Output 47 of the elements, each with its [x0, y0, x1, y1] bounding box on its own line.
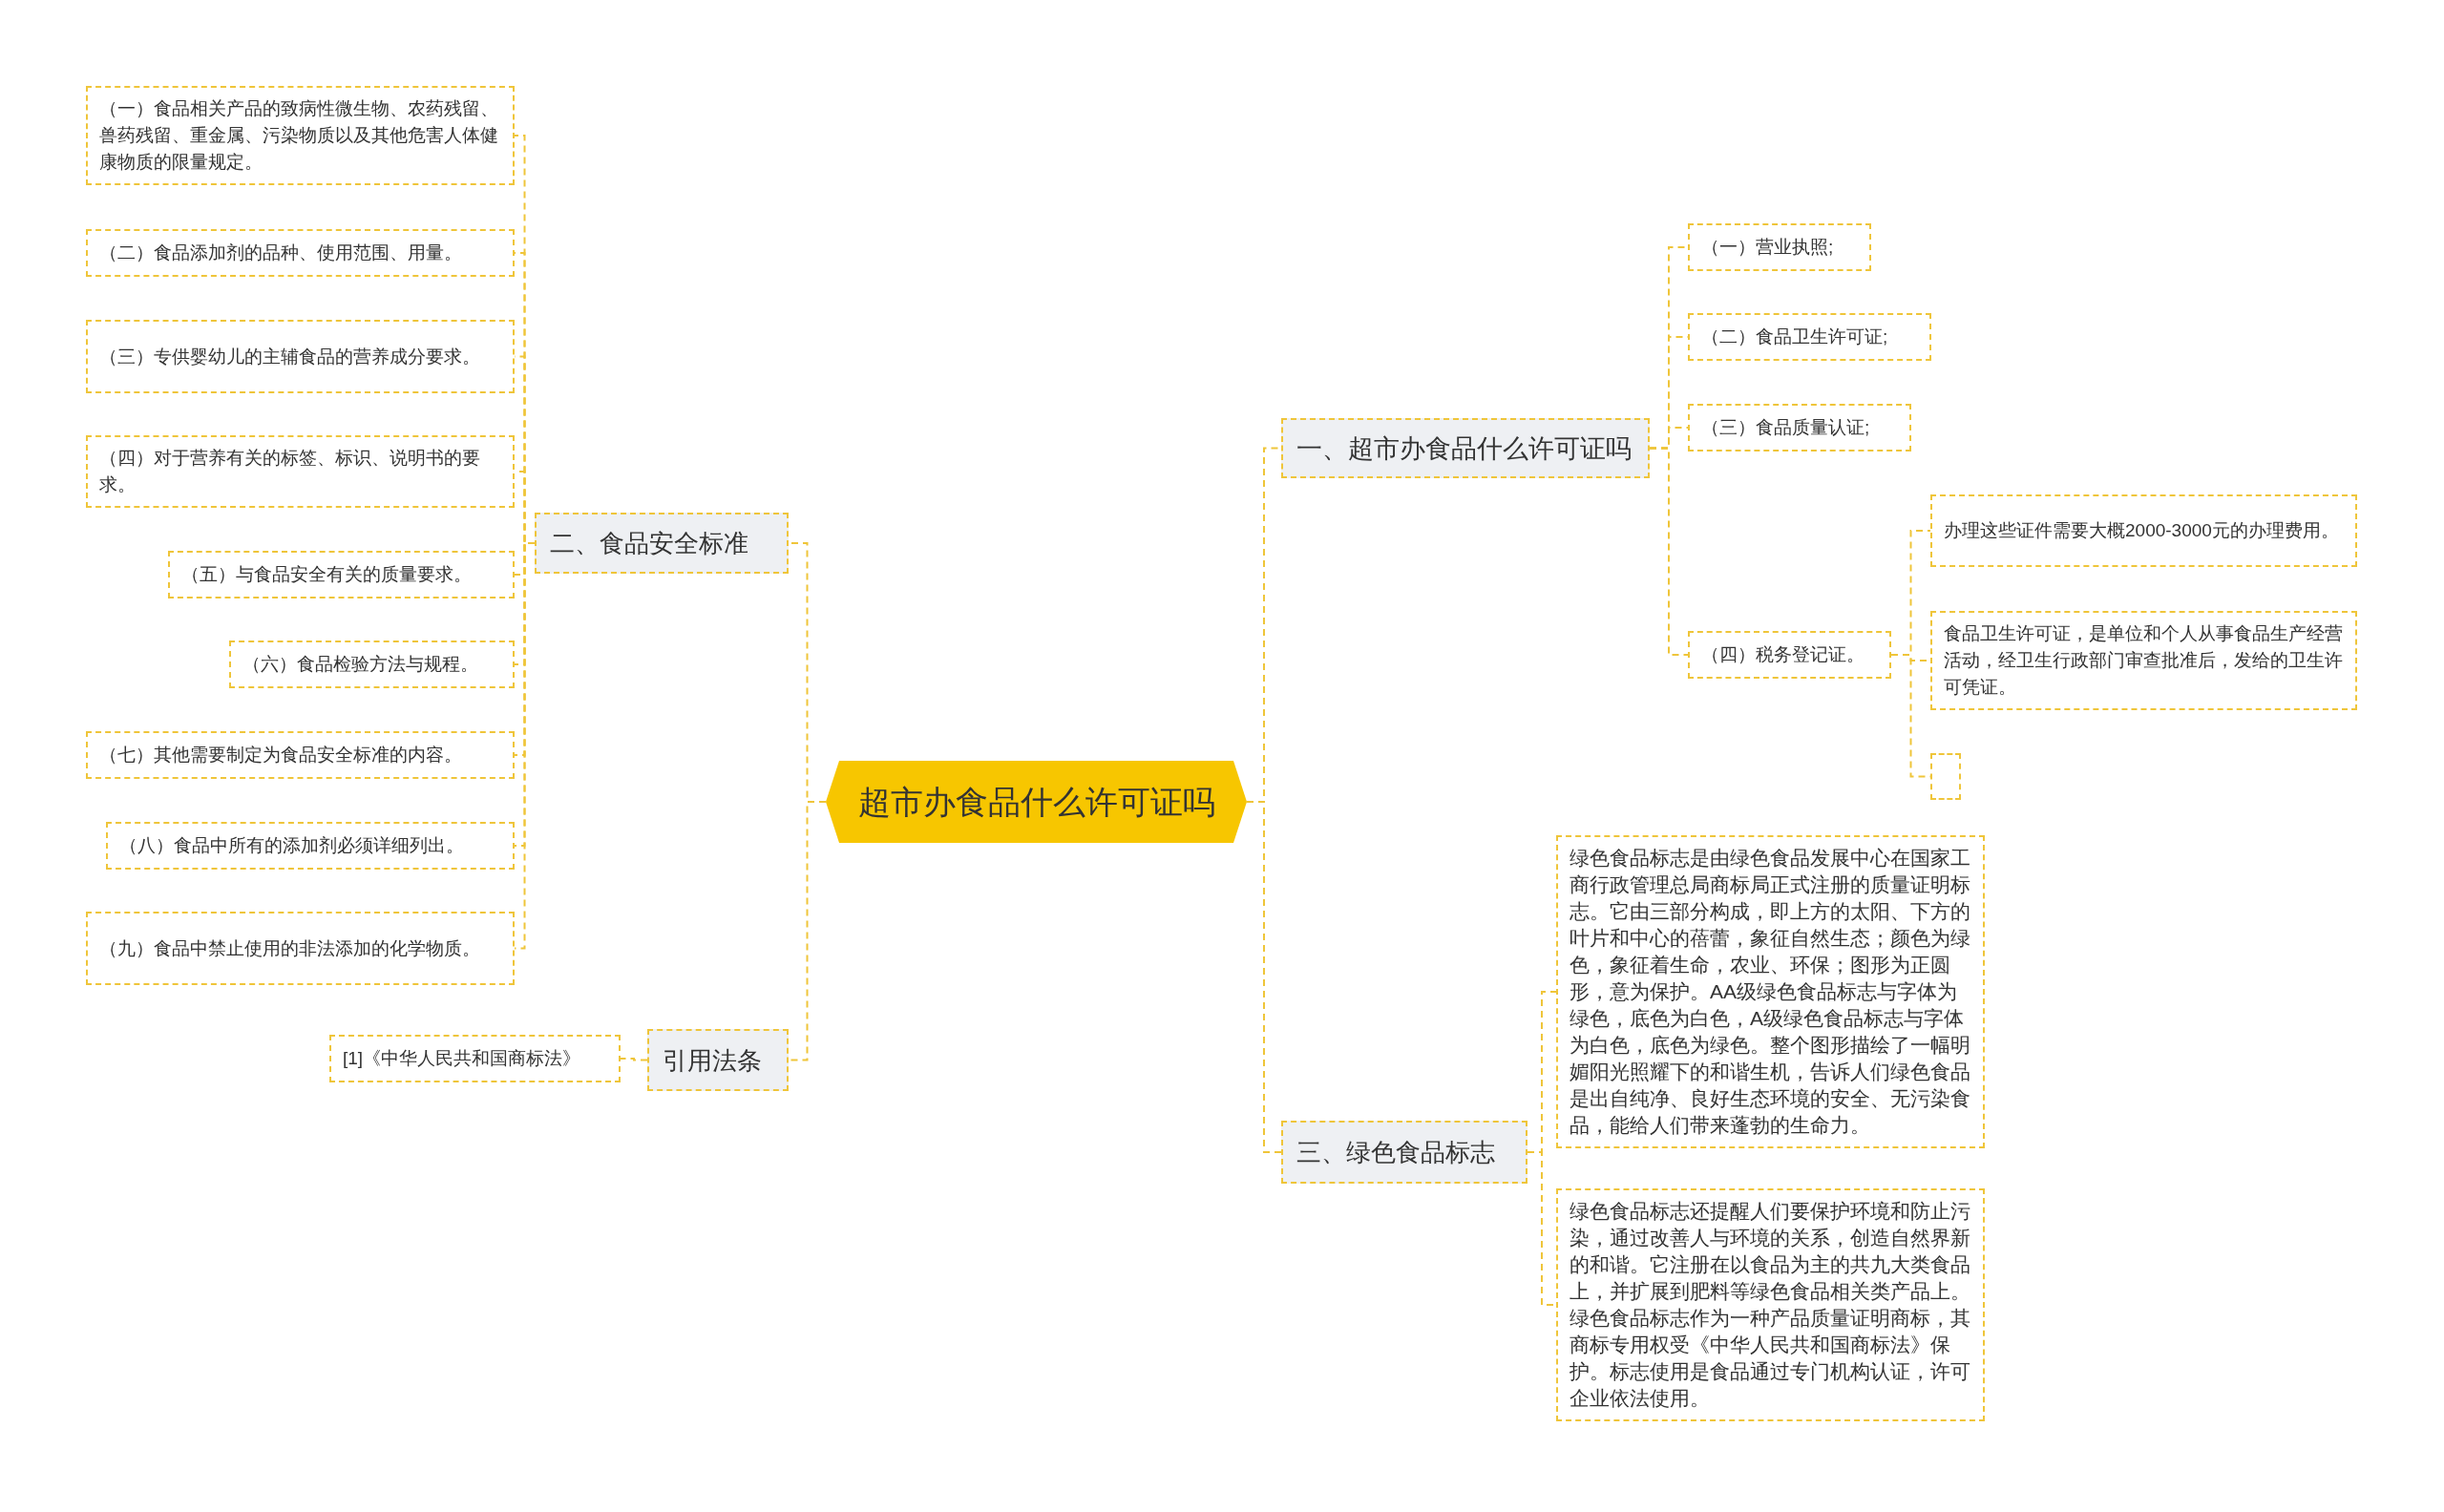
subtopic-box — [1688, 404, 1911, 452]
subtopic-text: （七）其他需要制定为食品安全标准的内容。 — [99, 744, 463, 766]
central-topic-hexagon — [826, 761, 1247, 843]
connector — [1649, 447, 1689, 656]
branch-topic-box — [1281, 418, 1650, 478]
branch-topic-text: 二、食品安全标准 — [550, 528, 749, 559]
subtopic-box — [329, 1035, 621, 1082]
subtopic-text: 办理这些证件需要大概2000-3000元的办理费用。 — [1944, 519, 2340, 542]
subtopic-text: （四）税务登记证。 — [1701, 643, 1865, 666]
subtopic-box — [168, 551, 515, 598]
subtopic-text: （三）食品质量认证; — [1701, 416, 1871, 439]
subtopic-text: （三）专供婴幼儿的主辅食品的营养成分要求。 — [99, 345, 481, 368]
branch-topic-text: 引用法条 — [663, 1044, 763, 1077]
subtopic-text: 食品卫生许可证，是单位和个人从事食品生产经营活动，经卫生行政部门审查批准后，发给的卫生许可凭证。 — [1944, 622, 2344, 699]
subtopic-text: （五）与食品安全有关的质量要求。 — [181, 563, 473, 586]
subtopic-text: [1]《中华人民共和国商标法》 — [343, 1047, 582, 1070]
subtopic-box — [106, 822, 515, 870]
subtopic-box — [1930, 611, 2357, 710]
subtopic-text: （六）食品检验方法与规程。 — [242, 653, 479, 676]
branch-topic-box — [647, 1029, 789, 1091]
subtopic-box — [86, 320, 515, 393]
subtopic-box — [1930, 494, 2357, 567]
subtopic-box — [86, 435, 515, 508]
connector — [620, 1058, 648, 1061]
subtopic-box — [86, 229, 515, 277]
subtopic-box — [229, 640, 515, 688]
branch-topic-box — [535, 513, 789, 574]
subtopic-text: （一）食品相关产品的致病性微生物、农药残留、兽药残留、重金属、污染物质以及其他危害人体健康物质的限量规定。 — [99, 97, 499, 174]
subtopic-box — [86, 912, 515, 985]
subtopic-text: 绿色食品标志是由绿色食品发展中心在国家工商行政管理总局商标局正式注册的质量证明标志。它由三部分构成，即上方的太阳、下方的叶片和中心的蓓蕾，象征自然生态；颜色为绿色，象征着生命，农业、环保；图形为正圆形，意为保护。AA级绿色食品标志与字体为绿色，底色为白色，A级绿色食品标志与字体为白色，底色为绿色。整个图形描绘了一幅明媚阳光照耀下的和谐生机，告诉人们绿色食品是出自纯净、良好生态环境的安全、无污染食品，能给人们带来蓬勃的生命力。 — [1570, 846, 1971, 1138]
subtopic-box — [1688, 631, 1891, 679]
subtopic-box — [1688, 223, 1871, 271]
subtopic-box — [86, 731, 515, 779]
subtopic-text: （八）食品中所有的添加剂必须详细列出。 — [119, 834, 465, 857]
branch-topic-box — [1281, 1121, 1528, 1184]
branch-topic-text: 一、超市办食品什么许可证吗 — [1296, 432, 1633, 465]
subtopic-text: （四）对于营养有关的标签、标识、说明书的要求。 — [99, 447, 481, 496]
subtopic-text: 绿色食品标志还提醒人们要保护环境和防止污染，通过改善人与环境的关系，创造自然界新的和谐。它注册在以食品为主的共九大类食品上，并扩展到肥料等绿色食品相关类产品上。绿色食品标志作为一种产品质量证明商标，其商标专用权受《中华人民共和国商标法》保护。标志使用是食品通过专门机构认证，许可企业依法使用。 — [1570, 1199, 1971, 1411]
central-topic-text: 超市办食品什么许可证吗 — [857, 782, 1215, 822]
subtopic-text: （二）食品卫生许可证; — [1701, 326, 1889, 348]
branch-topic-text: 三、绿色食品标志 — [1296, 1137, 1496, 1168]
subtopic-text: （一）营业执照; — [1701, 236, 1835, 259]
subtopic-box — [1688, 313, 1931, 361]
subtopic-text: （二）食品添加剂的品种、使用范围、用量。 — [99, 242, 463, 264]
subtopic-box — [86, 86, 515, 185]
subtopic-text: （九）食品中禁止使用的非法添加的化学物质。 — [99, 936, 481, 960]
empty-topic-box — [1930, 753, 1961, 800]
